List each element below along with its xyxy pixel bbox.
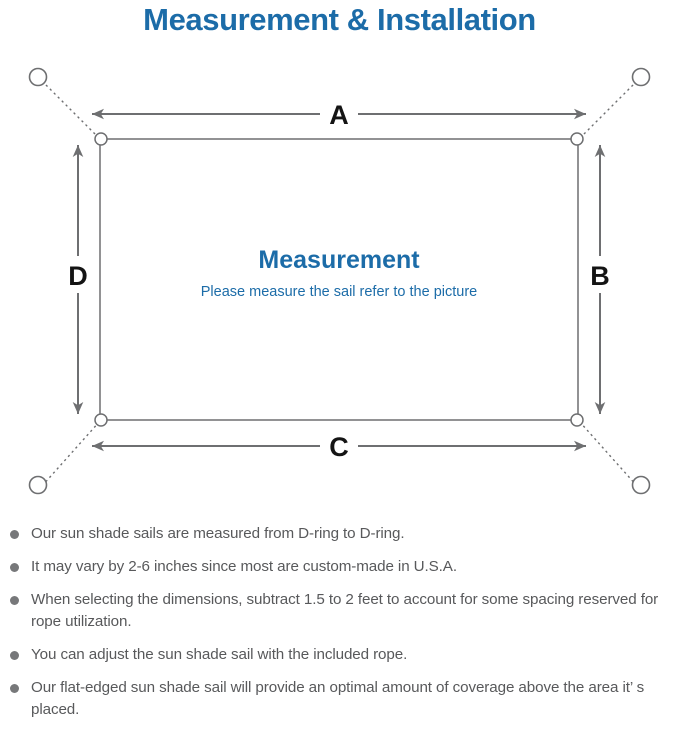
bullet-icon bbox=[10, 596, 19, 605]
dimension-label-d: D bbox=[68, 261, 88, 291]
list-item-text: When selecting the dimensions, subtract … bbox=[31, 591, 659, 630]
list-item: When selecting the dimensions, subtract … bbox=[0, 589, 679, 633]
sail-center-title: Measurement bbox=[258, 246, 420, 274]
rope-line-bottom-left bbox=[41, 420, 101, 487]
d-ring-bottom-right bbox=[570, 413, 584, 427]
d-ring-top-left bbox=[94, 132, 108, 146]
d-ring-top-right bbox=[570, 132, 584, 146]
sail-shape bbox=[99, 138, 579, 421]
rope-lines bbox=[41, 80, 638, 487]
d-rings bbox=[94, 132, 584, 427]
bullet-icon bbox=[10, 563, 19, 572]
d-ring-bottom-left bbox=[94, 413, 108, 427]
sail-measurement-diagram: A C D B Measurement Please measure the s… bbox=[28, 67, 651, 495]
bullet-icon bbox=[10, 651, 19, 660]
anchor-point-bottom-left bbox=[28, 475, 48, 495]
dimension-label-b: B bbox=[590, 261, 610, 291]
bullet-icon bbox=[10, 684, 19, 693]
anchor-point-bottom-right bbox=[631, 475, 651, 495]
anchor-point-top-left bbox=[28, 67, 48, 87]
list-item-text: Our sun shade sails are measured from D-… bbox=[31, 525, 405, 542]
anchor-point-top-right bbox=[631, 67, 651, 87]
list-item-text: You can adjust the sun shade sail with t… bbox=[31, 646, 408, 663]
list-item-text: It may vary by 2-6 inches since most are… bbox=[31, 558, 457, 575]
page-title: Measurement & Installation bbox=[143, 2, 536, 37]
rope-line-bottom-right bbox=[578, 420, 638, 487]
dimension-label-a: A bbox=[329, 100, 349, 130]
list-item: It may vary by 2-6 inches since most are… bbox=[0, 556, 679, 578]
list-item: Our sun shade sails are measured from D-… bbox=[0, 523, 679, 545]
dimension-label-c: C bbox=[329, 432, 349, 462]
list-item-text: Our flat-edged sun shade sail will provi… bbox=[31, 679, 645, 718]
bullet-icon bbox=[10, 530, 19, 539]
rope-line-top-left bbox=[41, 80, 101, 140]
list-item: Our flat-edged sun shade sail will provi… bbox=[0, 677, 679, 721]
notes-list: Our sun shade sails are measured from D-… bbox=[0, 523, 679, 732]
anchor-points bbox=[28, 67, 651, 495]
rope-line-top-right bbox=[578, 80, 638, 140]
sail-center-subtitle: Please measure the sail refer to the pic… bbox=[201, 284, 477, 300]
list-item: You can adjust the sun shade sail with t… bbox=[0, 644, 679, 666]
